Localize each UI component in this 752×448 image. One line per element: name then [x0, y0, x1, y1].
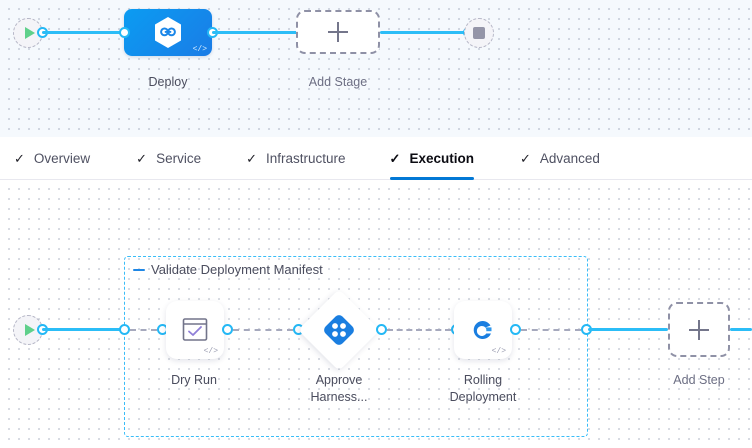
connector-dashed-4: [521, 329, 581, 331]
tab-label: Advanced: [539, 151, 600, 166]
tab-overview[interactable]: ✓ Overview: [14, 137, 90, 180]
tab-label: Infrastructure: [266, 151, 346, 166]
connector-group-to-addstep: [588, 328, 668, 331]
add-stage-button[interactable]: [296, 10, 380, 54]
deploy-input-port[interactable]: [119, 27, 130, 38]
connector-addstage-to-end: [380, 31, 466, 34]
connector-addstep-trailing: [730, 328, 752, 331]
tab-service[interactable]: ✓ Service: [136, 137, 201, 180]
check-icon: ✓: [389, 151, 401, 166]
step-node-approve-harness[interactable]: [297, 288, 381, 372]
connector-dashed-1: [130, 329, 157, 331]
step-group-label: Validate Deployment Manifest: [151, 262, 323, 277]
step-node-rolling-deployment[interactable]: </>: [454, 301, 512, 359]
tab-label: Execution: [409, 151, 474, 166]
rolling-output-port[interactable]: [510, 324, 521, 335]
approval-diamond-icon: [324, 315, 354, 345]
stage-tabs: ✓ Overview ✓ Service ✓ Infrastructure ✓ …: [0, 137, 752, 180]
code-badge[interactable]: </>: [491, 347, 506, 356]
check-icon: ✓: [246, 151, 257, 166]
tab-label: Service: [156, 151, 202, 166]
step-label-dry-run: Dry Run: [171, 373, 217, 387]
stage-node-deploy[interactable]: </>: [124, 9, 212, 56]
stage-canvas[interactable]: </> Deploy Add Stage: [0, 0, 752, 137]
harness-hexagon-icon: [153, 16, 183, 49]
stop-icon: [464, 18, 494, 48]
execution-canvas[interactable]: Validate Deployment Manifest </> Dry Run: [0, 180, 752, 448]
add-stage-label: Add Stage: [308, 75, 368, 89]
dry-run-check-icon: [182, 318, 208, 341]
connector-deploy-to-addstage: [212, 31, 298, 34]
plus-icon: [689, 319, 709, 340]
tab-label: Overview: [33, 151, 91, 166]
minus-icon[interactable]: [133, 268, 145, 271]
step-group-header[interactable]: Validate Deployment Manifest: [133, 262, 323, 277]
add-step-button[interactable]: [668, 302, 730, 357]
stage-label-deploy: Deploy: [148, 75, 188, 89]
connector-start-to-group: [42, 328, 125, 331]
plus-icon: [328, 22, 348, 42]
connector-dashed-3: [387, 329, 451, 331]
step-label-rolling-deployment: Rolling Deployment: [449, 373, 517, 404]
add-step-label: Add Step: [673, 373, 725, 387]
approve-output-port[interactable]: [376, 324, 387, 335]
group-input-port[interactable]: [119, 324, 130, 335]
code-badge[interactable]: </>: [203, 347, 218, 356]
connector-dashed-2: [233, 329, 293, 331]
tab-infrastructure[interactable]: ✓ Infrastructure: [246, 137, 345, 180]
check-icon: ✓: [519, 151, 531, 166]
check-icon: ✓: [136, 151, 148, 166]
tab-advanced[interactable]: ✓ Advanced: [520, 137, 600, 180]
dryrun-output-port[interactable]: [222, 324, 233, 335]
step-node-dry-run[interactable]: </>: [166, 301, 224, 359]
check-icon: ✓: [14, 151, 25, 166]
connector-start-to-deploy: [42, 31, 126, 34]
code-badge[interactable]: </>: [192, 45, 207, 54]
rolling-deployment-icon: [473, 321, 492, 340]
step-group-validate-deployment-manifest[interactable]: [124, 256, 588, 437]
pipeline-end-node[interactable]: [464, 18, 494, 48]
step-label-approve-harness: Approve Harness...: [310, 373, 368, 404]
tab-execution[interactable]: ✓ Execution: [389, 137, 475, 180]
